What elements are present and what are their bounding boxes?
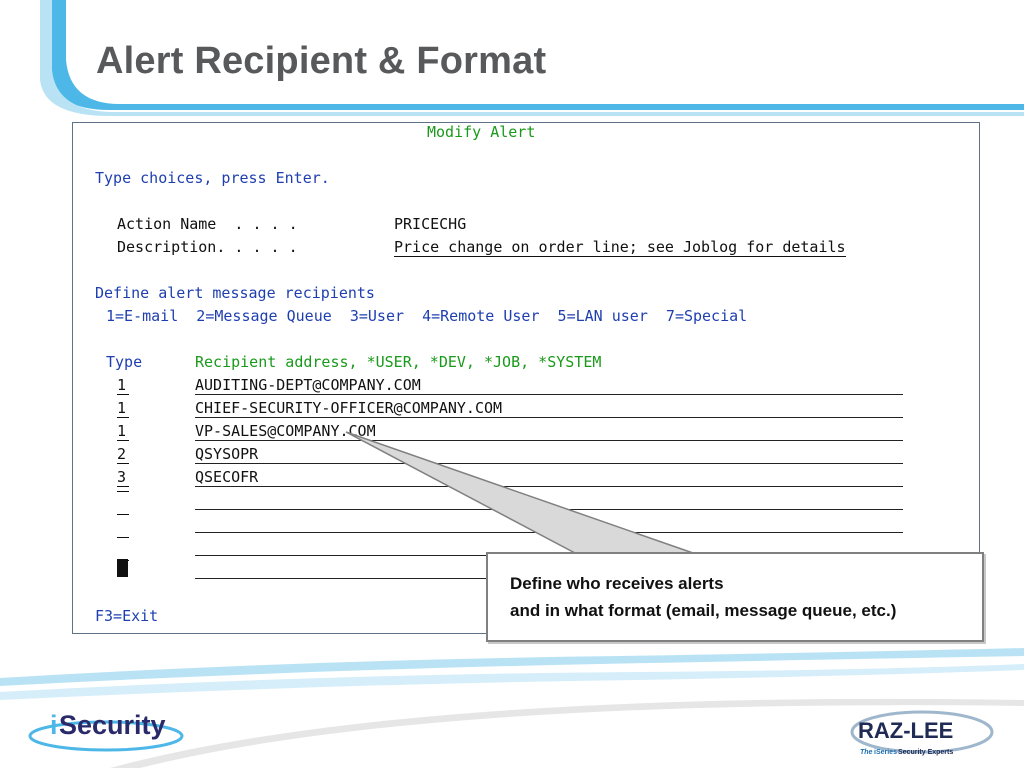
razlee-logo-text: RAZ-LEE [858, 718, 953, 743]
column-header-type: Type [106, 353, 143, 371]
recipient-type-field[interactable]: 3 [117, 468, 129, 487]
recipient-type-field[interactable]: 2 [117, 445, 129, 464]
isecurity-logo: i Security [28, 698, 188, 759]
section-heading: Define alert message recipients [95, 284, 375, 302]
callout-line-1: Define who receives alerts [510, 574, 724, 593]
isecurity-logo-i: i [50, 710, 58, 740]
recipient-address-field[interactable]: QSECOFR [195, 468, 259, 486]
slide-title: Alert Recipient & Format [96, 40, 547, 82]
action-name-label: Action Name . . . . [117, 215, 298, 233]
razlee-tagline-brand: iSeries [874, 749, 897, 756]
description-label: Description. . . . . [117, 238, 298, 256]
recipient-type-field[interactable]: 1 [117, 376, 129, 395]
callout-line-2: and in what format (email, message queue… [510, 601, 897, 620]
recipient-address-field[interactable]: QSYSOPR [195, 445, 259, 463]
recipient-address-underline [195, 532, 903, 533]
razlee-logo: RAZ-LEE The iSeries Security Experts [850, 710, 1000, 765]
recipient-type-field[interactable] [117, 537, 129, 538]
recipient-address-field[interactable]: CHIEF-SECURITY-OFFICER@COMPANY.COM [195, 399, 503, 417]
recipient-address-underline [195, 486, 903, 487]
instruction-text: Type choices, press Enter. [95, 169, 330, 187]
action-name-field[interactable]: PRICECHG [394, 215, 467, 233]
footer-swoosh-decoration [0, 648, 1024, 768]
recipient-address-underline [195, 463, 903, 464]
recipient-address-underline [195, 509, 903, 510]
recipient-address-field[interactable]: VP-SALES@COMPANY.COM [195, 422, 376, 440]
recipient-type-field[interactable] [117, 491, 129, 492]
function-key-f3[interactable]: F3=Exit [95, 607, 159, 625]
recipient-address-underline [195, 417, 903, 418]
type-legend: 1=E-mail 2=Message Queue 3=User 4=Remote… [106, 307, 748, 325]
description-field[interactable]: Price change on order line; see Joblog f… [394, 238, 846, 257]
recipient-address-field[interactable]: AUDITING-DEPT@COMPANY.COM [195, 376, 421, 394]
callout-box: Define who receives alerts and in what f… [486, 552, 984, 642]
screen-title: Modify Alert [427, 123, 536, 141]
recipient-type-field[interactable] [117, 560, 129, 561]
column-header-address: Recipient address, *USER, *DEV, *JOB, *S… [195, 353, 602, 371]
recipient-address-underline [195, 394, 903, 395]
recipient-address-underline [195, 440, 903, 441]
recipient-type-field[interactable]: 1 [117, 422, 129, 441]
cursor-block [117, 559, 128, 577]
razlee-tagline-prefix: The [860, 749, 873, 756]
razlee-tagline-rest: Security Experts [898, 749, 953, 756]
isecurity-logo-text: Security [59, 710, 166, 740]
recipient-type-field[interactable] [117, 514, 129, 515]
recipient-type-field[interactable]: 1 [117, 399, 129, 418]
